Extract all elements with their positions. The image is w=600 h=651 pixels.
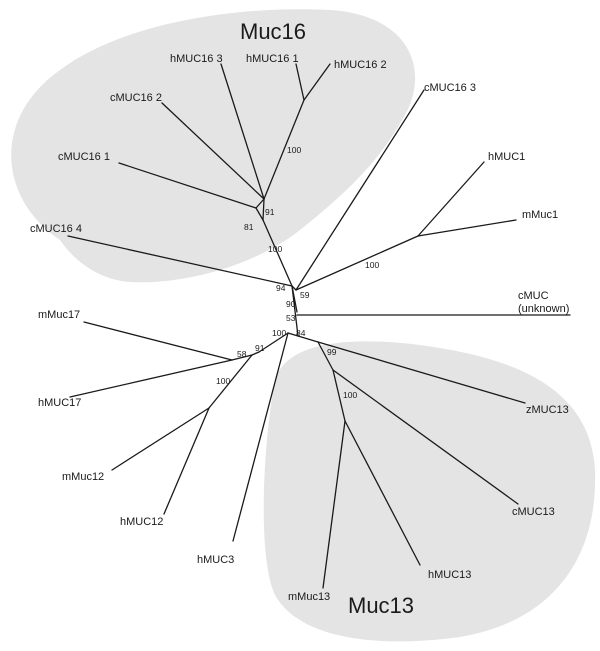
bootstrap-value: 100 — [365, 260, 379, 270]
bootstrap-value: 90 — [286, 299, 296, 309]
bootstrap-value: 94 — [276, 283, 286, 293]
branch — [291, 285, 299, 337]
bootstrap-value: 53 — [286, 313, 296, 323]
leaf-label: hMUC12 — [120, 516, 163, 528]
bootstrap-value: 100 — [343, 390, 357, 400]
branch — [255, 198, 265, 209]
bootstrap-value: 84 — [296, 328, 306, 338]
branch — [297, 335, 319, 343]
branch — [67, 235, 293, 287]
bootstrap-value: 100 — [287, 145, 301, 155]
leaf-label: mMuc17 — [38, 309, 80, 321]
leaf-labels: hMUC16 3 hMUC16 1 hMUC16 2 cMUC16 2 cMUC… — [30, 53, 569, 603]
branch — [295, 89, 425, 291]
branch — [332, 369, 346, 422]
leaf-label: hMUC1 — [488, 151, 525, 163]
leaf-label: hMUC3 — [197, 554, 234, 566]
leaf-label: cMUC — [518, 290, 549, 302]
branch — [161, 102, 265, 200]
tree-branches — [67, 63, 571, 589]
branch — [317, 341, 526, 404]
branch — [69, 359, 233, 398]
branch — [208, 354, 253, 409]
branch — [262, 219, 293, 287]
muc16-clade-background — [11, 9, 416, 283]
branch — [83, 321, 233, 361]
bootstrap-value: 100 — [268, 244, 282, 254]
leaf-label: cMUC16 1 — [58, 151, 110, 163]
branch — [417, 161, 485, 237]
branch — [332, 369, 519, 505]
leaf-label: zMUC13 — [526, 404, 569, 416]
leaf-label: mMuc13 — [288, 591, 330, 603]
leaf-label: (unknown) — [518, 303, 569, 315]
branch — [232, 332, 289, 542]
clade-backgrounds — [11, 9, 596, 642]
branch — [317, 341, 334, 371]
branch — [303, 63, 331, 101]
leaf-label: cMUC16 3 — [424, 82, 476, 94]
branch — [258, 332, 289, 353]
leaf-label: hMUC16 1 — [246, 53, 299, 65]
leaf-label: hMUC17 — [38, 397, 81, 409]
bootstrap-value: 100 — [272, 328, 286, 338]
leaf-label: hMUC16 3 — [170, 53, 223, 65]
leaf-label: cMUC16 2 — [110, 92, 162, 104]
branch — [322, 420, 346, 589]
clade-label-muc16: Muc16 — [240, 19, 306, 44]
bootstrap-value: 91 — [255, 343, 265, 353]
leaf-label: hMUC13 — [428, 569, 471, 581]
bootstrap-value: 81 — [244, 222, 254, 232]
bootstrap-values: 100 91 81 100 94 59 100 90 53 84 99 100 … — [216, 145, 379, 400]
leaf-label: cMUC13 — [512, 506, 555, 518]
branch — [295, 63, 305, 101]
branch — [118, 162, 257, 209]
branch — [287, 332, 299, 337]
muc13-clade-background — [263, 341, 596, 642]
branch — [111, 407, 210, 471]
branch — [163, 407, 210, 515]
branch — [220, 63, 265, 200]
bootstrap-value: 58 — [237, 349, 247, 359]
leaf-label: mMuc12 — [62, 471, 104, 483]
branch — [417, 219, 517, 237]
leaf-label: hMUC16 2 — [334, 59, 387, 71]
branch — [231, 354, 253, 361]
bootstrap-value: 99 — [327, 347, 337, 357]
branch — [255, 207, 264, 221]
clade-label-muc13: Muc13 — [348, 593, 414, 618]
bootstrap-value: 59 — [300, 290, 310, 300]
bootstrap-value: 91 — [265, 207, 275, 217]
branch — [263, 99, 305, 200]
branch — [344, 420, 421, 566]
branch — [251, 351, 260, 356]
bootstrap-value: 100 — [216, 376, 230, 386]
leaf-label: mMuc1 — [522, 209, 558, 221]
branch — [262, 198, 265, 221]
leaf-label: cMUC16 4 — [30, 223, 82, 235]
branch — [295, 235, 419, 291]
